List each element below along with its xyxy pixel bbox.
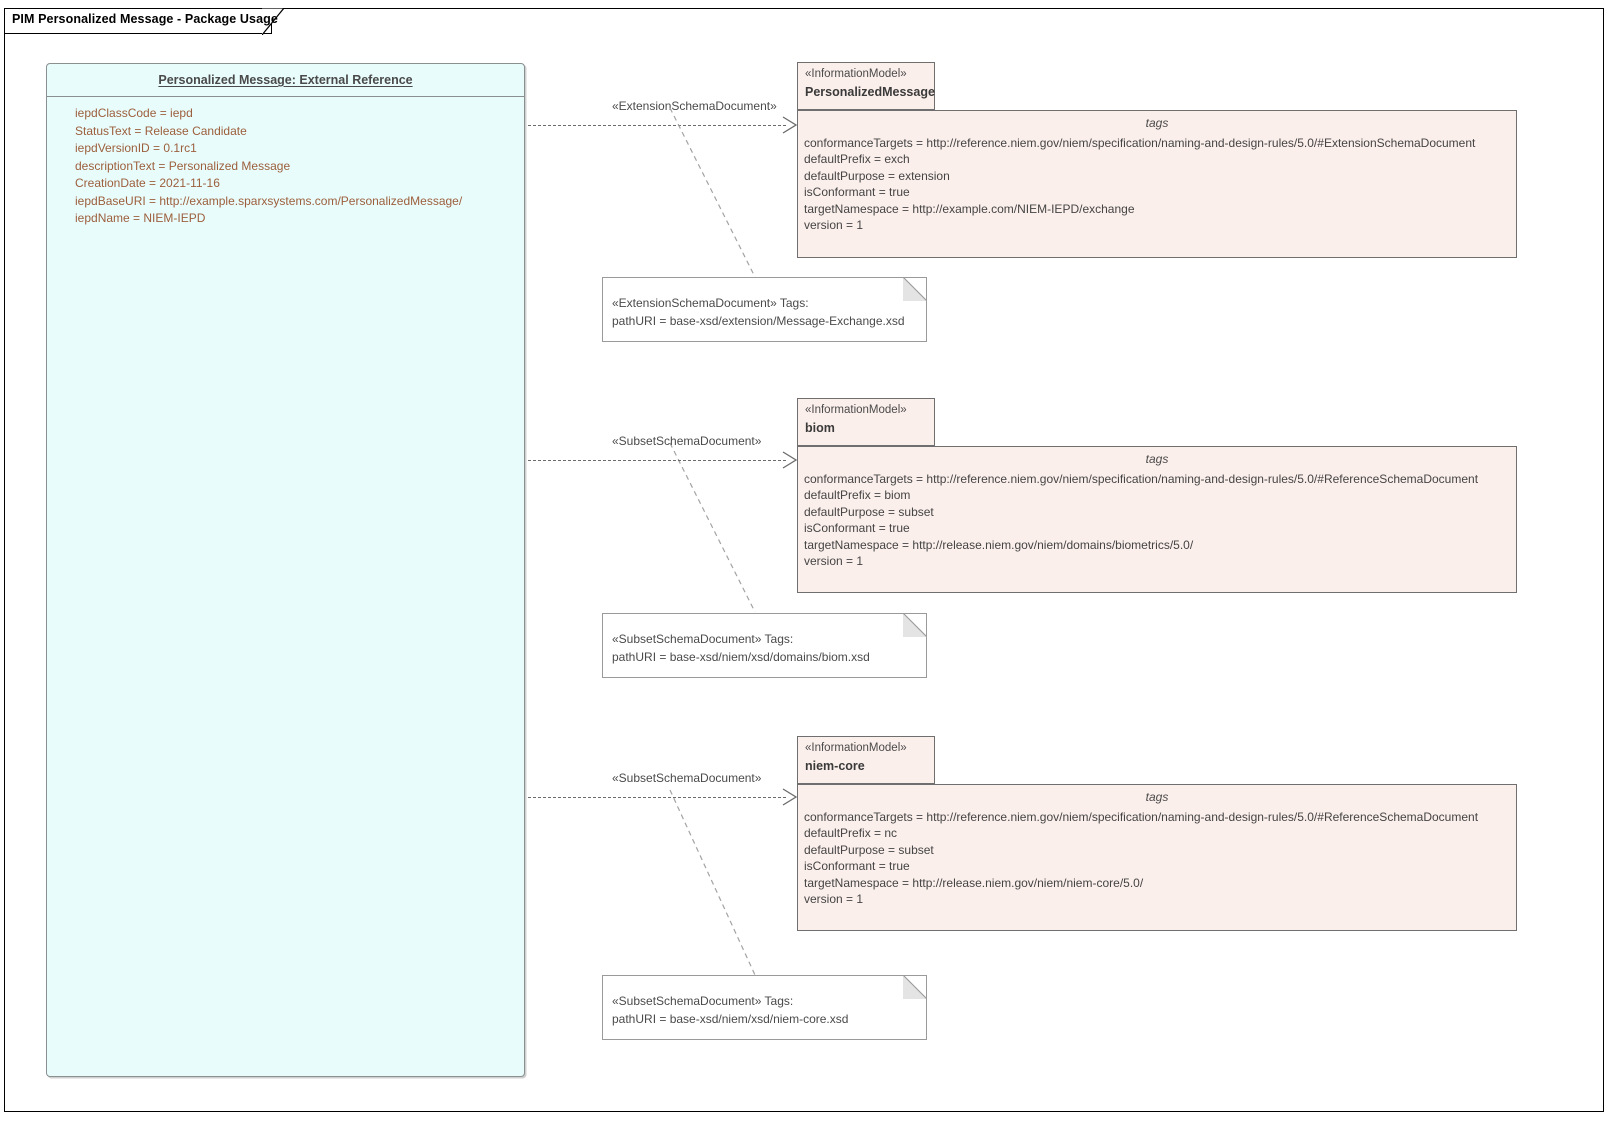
- tag-item: version = 1: [804, 554, 864, 569]
- tag-item: targetNamespace = http://release.niem.go…: [804, 537, 1194, 552]
- tag-item: targetNamespace = http://example.com/NIE…: [804, 201, 1135, 216]
- information-model-name: biom: [805, 421, 835, 435]
- iepd-class-name: Personalized Message: External Reference: [158, 73, 413, 87]
- note-text: «SubsetSchemaDocument» Tags: pathURI = b…: [612, 992, 848, 1028]
- tag-item: version = 1: [804, 892, 864, 907]
- note-heading: «SubsetSchemaDocument» Tags:: [612, 632, 794, 646]
- note-extension-schema-document[interactable]: «ExtensionSchemaDocument» Tags: pathURI …: [602, 277, 927, 342]
- diagram-frame: [4, 8, 1604, 1112]
- stereotype-label: «InformationModel»: [805, 742, 907, 754]
- note-fold-corner-icon: [903, 277, 927, 301]
- tags-section-label: tags: [1145, 452, 1169, 466]
- tag-list: conformanceTargets = http://reference.ni…: [804, 809, 1478, 907]
- note-detail: pathURI = base-xsd/extension/Message-Exc…: [612, 314, 905, 328]
- tags-section-label: tags: [1145, 790, 1169, 804]
- iepd-attribute: iepdClassCode = iepd: [75, 106, 193, 120]
- note-fold-corner-icon: [903, 613, 927, 637]
- iepd-attribute: descriptionText = Personalized Message: [75, 158, 291, 173]
- information-model-tags-box-niem-core[interactable]: tags conformanceTargets = http://referen…: [797, 784, 1517, 931]
- tag-item: isConformant = true: [804, 521, 910, 536]
- note-heading: «ExtensionSchemaDocument» Tags:: [612, 296, 809, 310]
- tag-item: conformanceTargets = http://reference.ni…: [804, 472, 1479, 486]
- iepd-attribute: CreationDate = 2021-11-16: [75, 176, 220, 190]
- dependency-arrow-icon: [782, 788, 798, 806]
- note-heading: «SubsetSchemaDocument» Tags:: [612, 994, 794, 1008]
- package-name-tab: [4, 8, 272, 34]
- iepd-attribute: iepdBaseURI = http://example.sparxsystem…: [75, 193, 463, 208]
- package-tab-corner-icon: [262, 8, 284, 35]
- information-model-header-biom[interactable]: «InformationModel» biom: [797, 398, 935, 446]
- dependency-label-subset-schema-document-niem-core: «SubsetSchemaDocument»: [612, 771, 762, 785]
- stereotype-label: «InformationModel»: [805, 404, 907, 416]
- iepd-attribute-list: iepdClassCode = iepd StatusText = Releas…: [75, 105, 516, 228]
- tag-item: defaultPurpose = subset: [804, 842, 934, 857]
- tag-item: conformanceTargets = http://reference.ni…: [804, 136, 1476, 150]
- tag-item: isConformant = true: [804, 185, 910, 200]
- tag-list: conformanceTargets = http://reference.ni…: [804, 471, 1478, 569]
- dependency-arrow-icon: [782, 451, 798, 469]
- dependency-arrow-icon: [782, 116, 798, 134]
- information-model-tags-box-biom[interactable]: tags conformanceTargets = http://referen…: [797, 446, 1517, 593]
- information-model-tags-box-personalizedmessage[interactable]: tags conformanceTargets = http://referen…: [797, 110, 1517, 258]
- tag-item: conformanceTargets = http://reference.ni…: [804, 810, 1479, 824]
- tag-item: defaultPrefix = biom: [804, 488, 911, 503]
- tags-section-label: tags: [1145, 116, 1169, 130]
- dependency-label-extension-schema-document: «ExtensionSchemaDocument»: [612, 99, 777, 113]
- tag-item: targetNamespace = http://release.niem.go…: [804, 875, 1144, 890]
- note-text: «ExtensionSchemaDocument» Tags: pathURI …: [612, 294, 905, 330]
- tag-item: defaultPurpose = subset: [804, 504, 934, 519]
- diagram-frame-top-edge: [284, 8, 1604, 9]
- information-model-header-personalizedmessage[interactable]: «InformationModel» PersonalizedMessage: [797, 62, 935, 110]
- note-detail: pathURI = base-xsd/niem/xsd/domains/biom…: [612, 650, 870, 664]
- information-model-name: niem-core: [805, 759, 865, 773]
- tag-item: defaultPurpose = extension: [804, 168, 950, 183]
- tag-item: isConformant = true: [804, 859, 910, 874]
- package-title: PIM Personalized Message - Package Usage: [12, 12, 278, 26]
- tag-item: defaultPrefix = nc: [804, 826, 898, 841]
- note-text: «SubsetSchemaDocument» Tags: pathURI = b…: [612, 630, 870, 666]
- dependency-line: [528, 797, 786, 798]
- iepd-class-box[interactable]: Personalized Message: External Reference…: [46, 63, 525, 1077]
- iepd-attribute: iepdName = NIEM-IEPD: [75, 211, 206, 225]
- note-fold-corner-icon: [903, 975, 927, 999]
- information-model-name: PersonalizedMessage: [805, 85, 935, 99]
- tag-list: conformanceTargets = http://reference.ni…: [804, 135, 1475, 233]
- information-model-header-niem-core[interactable]: «InformationModel» niem-core: [797, 736, 935, 784]
- iepd-class-header: Personalized Message: External Reference: [47, 64, 524, 97]
- dependency-line: [528, 125, 786, 126]
- dependency-label-subset-schema-document-biom: «SubsetSchemaDocument»: [612, 434, 762, 448]
- tag-item: version = 1: [804, 218, 864, 233]
- stereotype-label: «InformationModel»: [805, 68, 907, 80]
- dependency-line: [528, 460, 786, 461]
- iepd-attribute: StatusText = Release Candidate: [75, 123, 247, 138]
- note-detail: pathURI = base-xsd/niem/xsd/niem-core.xs…: [612, 1012, 849, 1026]
- note-subset-schema-document-niem-core[interactable]: «SubsetSchemaDocument» Tags: pathURI = b…: [602, 975, 927, 1040]
- iepd-attribute: iepdVersionID = 0.1rc1: [75, 141, 197, 155]
- tag-item: defaultPrefix = exch: [804, 152, 910, 167]
- note-subset-schema-document-biom[interactable]: «SubsetSchemaDocument» Tags: pathURI = b…: [602, 613, 927, 678]
